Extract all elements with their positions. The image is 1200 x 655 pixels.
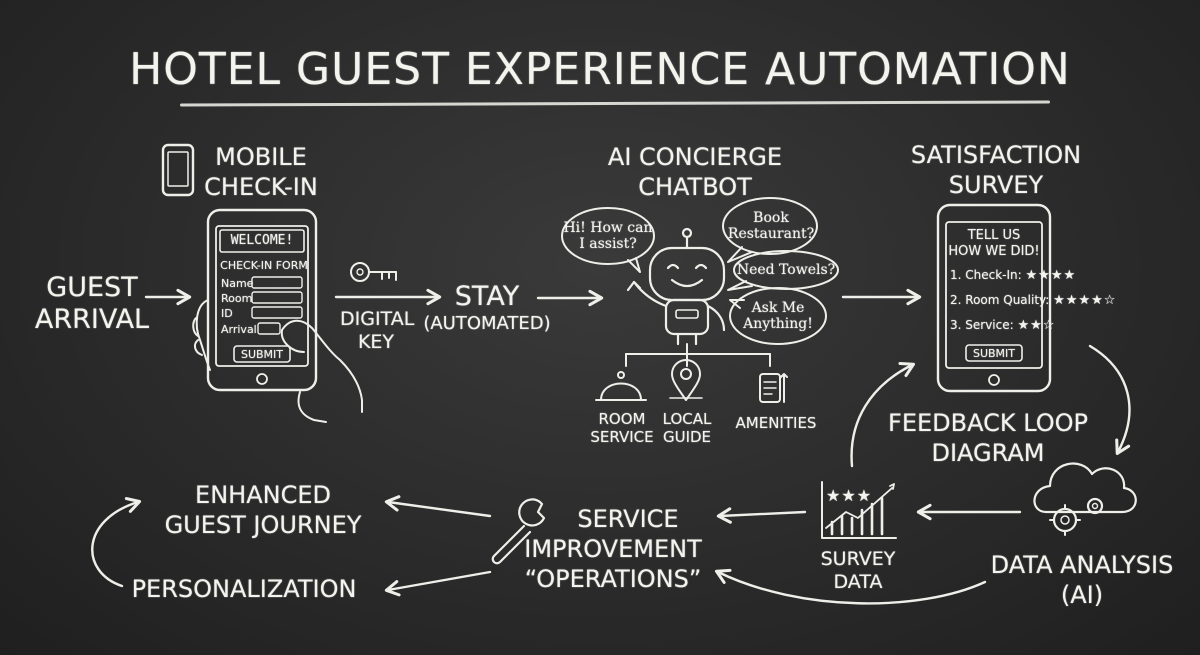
speech-bubbles: [561, 197, 839, 345]
key-icon: [350, 262, 397, 282]
survey-item-service: 3. Service: ★★☆: [950, 318, 1055, 333]
bubble-ask-line1: Ask Me: [751, 300, 805, 316]
bubble-hello-line1: Hi! How can: [563, 220, 653, 236]
robot-icon: [626, 227, 726, 346]
service-improvement-line2: IMPROVEMENT: [524, 535, 702, 563]
map-pin-icon: [669, 359, 703, 401]
survey-item-room-stars[interactable]: ★★★★☆: [1053, 293, 1117, 308]
arrow-personalization-loop: [91, 497, 142, 588]
survey-item-room: 2. Room Quality: ★★★★☆: [950, 293, 1116, 308]
survey-header: TELL US HOW WE DID!: [946, 228, 1042, 260]
amenities-label: AMENITIES: [735, 414, 817, 432]
service-tree: [625, 343, 771, 367]
mobile-checkin-title-line1: MOBILE: [215, 143, 307, 171]
enhanced-journey-label: ENHANCED GUEST JOURNEY: [148, 480, 378, 540]
digital-key-line1: DIGITAL: [340, 308, 415, 330]
chatbot-title-line1: AI CONCIERGE: [607, 143, 783, 171]
bubble-towels: Need Towels?: [736, 262, 836, 278]
room-service-line2: SERVICE: [590, 428, 654, 446]
room-service-line1: ROOM: [598, 410, 646, 428]
wrench-icon: [491, 498, 546, 565]
feedback-loop-line1: FEEDBACK LOOP: [888, 409, 1088, 437]
mobile-checkin-title: MOBILE CHECK-IN: [196, 142, 326, 202]
checkin-form-title: CHECK-IN FORM: [220, 259, 308, 272]
feedback-loop-label: FEEDBACK LOOP DIAGRAM: [880, 408, 1096, 468]
survey-item-service-stars[interactable]: ★★☆: [1017, 318, 1056, 333]
survey-item-checkin: 1. Check-In: ★★★★: [950, 268, 1076, 283]
data-analysis-line2: (AI): [1060, 581, 1104, 609]
chatbot-title-line2: CHATBOT: [638, 173, 752, 201]
bubble-book: Book Restaurant?: [724, 210, 818, 242]
survey-submit-button[interactable]: SUBMIT: [972, 347, 1016, 360]
bubble-book-line1: Book: [753, 210, 789, 226]
mobile-checkin-title-line2: CHECK-IN: [204, 173, 318, 201]
cloud-gear-icon: [1033, 462, 1137, 536]
enhanced-journey-line2: GUEST JOURNEY: [164, 511, 362, 539]
survey-title-line2: SURVEY: [948, 171, 1044, 199]
data-analysis-line1: DATA ANALYSIS: [990, 551, 1174, 579]
feedback-loop-line2: DIAGRAM: [931, 439, 1045, 467]
local-guide-line2: GUIDE: [662, 428, 712, 446]
data-analysis-label: DATA ANALYSIS (AI): [990, 550, 1174, 610]
checkin-welcome: WELCOME!: [230, 233, 294, 248]
checkin-field-arrival: Arrival: [221, 323, 257, 336]
survey-item-checkin-stars[interactable]: ★★★★: [1025, 268, 1077, 283]
service-improvement-line1: SERVICE: [577, 505, 679, 533]
stay-label: STAY (AUTOMATED): [420, 282, 554, 336]
arrow-service-to-journey: [384, 495, 492, 518]
survey-title-line1: SATISFACTION: [910, 141, 1082, 169]
digital-key-label: DIGITAL KEY: [340, 308, 415, 354]
enhanced-journey-line1: ENHANCED: [195, 481, 331, 509]
guest-arrival-label: GUEST ARRIVAL: [32, 272, 152, 336]
survey-data-label: SURVEY DATA: [808, 548, 908, 594]
survey-item-service-label: 3. Service:: [950, 318, 1014, 332]
amenities-icon: [759, 373, 788, 403]
bubble-hello: Hi! How can I assist?: [562, 220, 654, 252]
local-guide-label: LOCAL GUIDE: [656, 410, 718, 446]
survey-header-line1: TELL US: [967, 228, 1021, 243]
bubble-ask: Ask Me Anything!: [730, 300, 826, 332]
guest-arrival-line1: GUEST: [46, 272, 138, 303]
arrow-data-to-service: [716, 507, 807, 524]
checkin-field-room: Room: [221, 292, 253, 305]
survey-data-chart-icon: [821, 481, 897, 539]
checkin-field-id: ID: [221, 307, 233, 320]
survey-header-line2: HOW WE DID!: [948, 244, 1040, 259]
survey-title: SATISFACTION SURVEY: [898, 140, 1094, 200]
checkin-submit-button[interactable]: SUBMIT: [240, 348, 284, 361]
service-improvement-label: SERVICE IMPROVEMENT “OPERATIONS”: [518, 504, 708, 594]
bubble-book-line2: Restaurant?: [727, 226, 815, 242]
bubble-ask-line2: Anything!: [743, 316, 813, 332]
survey-item-checkin-label: 1. Check-In:: [950, 268, 1022, 282]
stay-line1: STAY: [454, 281, 520, 312]
service-improvement-line3: “OPERATIONS”: [524, 565, 702, 593]
arrow-survey-to-analysis: [1088, 344, 1131, 456]
survey-data-line1: SURVEY: [820, 548, 896, 570]
survey-data-stars: ★★★: [826, 486, 873, 505]
survey-phone-icon: [936, 203, 1052, 393]
survey-item-room-label: 2. Room Quality:: [950, 293, 1050, 307]
digital-key-line2: KEY: [357, 331, 395, 353]
bubble-hello-line2: I assist?: [579, 236, 637, 252]
cloche-icon: [595, 371, 647, 401]
arrow-service-to-personalization: [384, 570, 492, 597]
arrow-data-to-survey: [850, 361, 916, 468]
survey-data-line2: DATA: [833, 571, 883, 593]
checkin-field-name: Name: [221, 277, 254, 290]
arrow-analysis-to-operations: [714, 568, 987, 605]
stay-line2: (AUTOMATED): [423, 313, 551, 334]
chatbot-title: AI CONCIERGE CHATBOT: [590, 142, 800, 202]
hand-icon: [192, 299, 363, 423]
phone-icon: [161, 143, 195, 197]
personalization-label: PERSONALIZATION: [131, 575, 357, 603]
room-service-label: ROOM SERVICE: [586, 410, 658, 446]
diagram-title: HOTEL GUEST EXPERIENCE AUTOMATION: [129, 44, 1071, 95]
checkin-phone-icon: [206, 208, 318, 392]
local-guide-line1: LOCAL: [662, 410, 712, 428]
guest-arrival-line2: ARRIVAL: [34, 304, 150, 335]
